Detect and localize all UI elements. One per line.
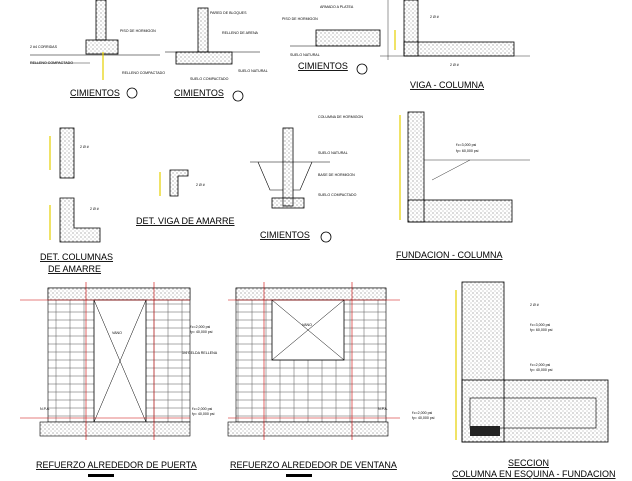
fundacion-columna-detail: f'c=3,000 psi fy= 60,000 psi bbox=[399, 111, 530, 223]
svg-text:2 Ø #: 2 Ø # bbox=[90, 207, 99, 211]
svg-text:VANO: VANO bbox=[112, 331, 122, 335]
section-marker-icon bbox=[232, 90, 244, 102]
cimientos-detail-4: COLUMNA DE HORMIGON SUELO NATURAL BASE D… bbox=[250, 115, 363, 209]
svg-text:fy= 40,000 psi: fy= 40,000 psi bbox=[530, 368, 553, 372]
title-viga-columna: VIGA - COLUMNA bbox=[410, 80, 484, 90]
scale-bar bbox=[88, 474, 114, 477]
viga-columna-detail: 2 Ø # 2 Ø # bbox=[380, 0, 530, 67]
svg-text:2 Ø #: 2 Ø # bbox=[80, 145, 89, 149]
section-marker-icon bbox=[356, 63, 368, 75]
svg-text:PISO DE HORMIGON: PISO DE HORMIGON bbox=[120, 29, 156, 33]
svg-text:fy= 40,000 psi: fy= 40,000 psi bbox=[412, 416, 435, 420]
svg-text:PARED DE BLOQUES: PARED DE BLOQUES bbox=[210, 11, 247, 15]
cimientos-detail-1: 2 #4 CORRIDAS RELLENO COMPACTADO RELLENO… bbox=[30, 0, 165, 80]
title-seccion: SECCION bbox=[508, 458, 549, 468]
svg-text:f'c=3,000 psi: f'c=3,000 psi bbox=[530, 323, 550, 327]
seccion-columna-detail: 2 Ø # f'c=3,000 psi fy= 60,000 psi f'c=2… bbox=[455, 281, 609, 443]
svg-text:fy= 40,000 psi: fy= 40,000 psi bbox=[190, 330, 213, 334]
svg-text:SUELO NATURAL: SUELO NATURAL bbox=[238, 69, 268, 73]
svg-text:fy= 40,000 psi: fy= 40,000 psi bbox=[192, 412, 215, 416]
cimientos-detail-3: PISO DE HORMIGON SUELO NATURAL ARMADO A … bbox=[282, 5, 381, 57]
svg-text:RELLENO COMPACTADO: RELLENO COMPACTADO bbox=[122, 71, 165, 75]
svg-text:2 Ø #: 2 Ø # bbox=[430, 15, 439, 19]
section-marker-icon bbox=[126, 87, 138, 99]
det-columnas-detail: 2 Ø # 2 Ø # bbox=[49, 127, 101, 243]
svg-text:2 Ø #: 2 Ø # bbox=[450, 63, 459, 67]
svg-text:SUELO NATURAL: SUELO NATURAL bbox=[290, 53, 320, 57]
title-cimientos-1: CIMIENTOS bbox=[70, 88, 120, 98]
svg-text:ARMADO A PLATEA: ARMADO A PLATEA bbox=[320, 5, 354, 9]
svg-text:f'c=2,000 psi: f'c=2,000 psi bbox=[412, 411, 432, 415]
svg-text:N.P.A.: N.P.A. bbox=[40, 407, 50, 411]
title-cimientos-4: CIMIENTOS bbox=[260, 230, 310, 240]
refuerzo-puerta-detail: VANO f'c=2,000 psi fy= 40,000 psi 1/4 CE… bbox=[20, 282, 218, 440]
svg-text:f'c=3,000 psi: f'c=3,000 psi bbox=[456, 143, 476, 147]
svg-text:fy= 60,000 psi: fy= 60,000 psi bbox=[530, 328, 553, 332]
svg-text:RELLENO DE ARENA: RELLENO DE ARENA bbox=[222, 31, 259, 35]
title-cimientos-3: CIMIENTOS bbox=[298, 61, 348, 71]
scale-bar bbox=[286, 474, 312, 477]
svg-text:VANO: VANO bbox=[302, 323, 312, 327]
svg-text:N.P.A.: N.P.A. bbox=[378, 407, 388, 411]
section-marker-icon bbox=[320, 231, 332, 243]
title-det-viga: DET. VIGA DE AMARRE bbox=[136, 216, 235, 226]
title-det-columnas-2: DE AMARRE bbox=[48, 264, 101, 274]
svg-text:1/4 CELDA RELLENA: 1/4 CELDA RELLENA bbox=[182, 351, 218, 355]
svg-text:fy= 60,000 psi: fy= 60,000 psi bbox=[456, 149, 479, 153]
title-fundacion-columna: FUNDACION - COLUMNA bbox=[396, 250, 503, 260]
title-cimientos-2: CIMIENTOS bbox=[174, 88, 224, 98]
svg-text:COLUMNA DE HORMIGON: COLUMNA DE HORMIGON bbox=[318, 115, 363, 119]
svg-text:f'c=2,000 psi: f'c=2,000 psi bbox=[190, 325, 210, 329]
svg-text:SUELO COMPACTADO: SUELO COMPACTADO bbox=[190, 77, 229, 81]
svg-text:BASE DE HORMIGON: BASE DE HORMIGON bbox=[318, 173, 355, 177]
title-refuerzo-ventana: REFUERZO ALREDEDOR DE VENTANA bbox=[230, 460, 397, 470]
title-refuerzo-puerta: REFUERZO ALREDEDOR DE PUERTA bbox=[36, 460, 197, 470]
title-det-columnas-1: DET. COLUMNAS bbox=[40, 252, 113, 262]
refuerzo-ventana-detail: VANO f'c=2,000 psi fy= 40,000 psi N.P.A. bbox=[227, 282, 435, 440]
title-columna-esquina: COLUMNA EN ESQUINA - FUNDACION bbox=[452, 469, 616, 479]
svg-text:2 #4 CORRIDAS: 2 #4 CORRIDAS bbox=[30, 45, 58, 49]
svg-text:PISO DE HORMIGON: PISO DE HORMIGON bbox=[282, 17, 318, 21]
svg-text:f'c=2,000 psi: f'c=2,000 psi bbox=[530, 363, 550, 367]
det-viga-detail: 2 Ø # bbox=[159, 169, 205, 197]
svg-text:RELLENO COMPACTADO: RELLENO COMPACTADO bbox=[30, 61, 73, 65]
svg-text:2 Ø #: 2 Ø # bbox=[530, 303, 539, 307]
svg-text:f'c=2,000 psi: f'c=2,000 psi bbox=[192, 407, 212, 411]
svg-text:SUELO COMPACTADO: SUELO COMPACTADO bbox=[318, 193, 357, 197]
svg-text:SUELO NATURAL: SUELO NATURAL bbox=[318, 151, 348, 155]
cimientos-detail-2: PARED DE BLOQUES RELLENO DE ARENA SUELO … bbox=[165, 7, 268, 81]
svg-text:2 Ø #: 2 Ø # bbox=[196, 183, 205, 187]
